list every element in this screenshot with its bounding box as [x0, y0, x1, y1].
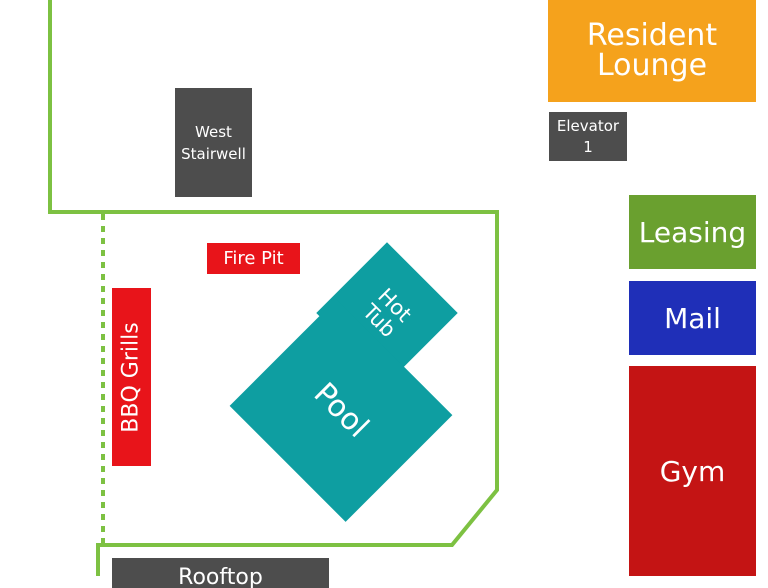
fire-pit[interactable]: Fire Pit [207, 243, 300, 274]
bbq-grills-label: BBQ Grills [119, 321, 145, 433]
bbq-grills[interactable]: BBQ Grills [112, 288, 151, 466]
mail-room[interactable]: Mail [629, 281, 756, 355]
building-outline [48, 0, 499, 576]
gym[interactable]: Gym [629, 366, 756, 576]
west-stairwell[interactable]: West Stairwell [175, 88, 252, 197]
resident-lounge[interactable]: Resident Lounge [548, 0, 756, 102]
rooftop-area[interactable]: Rooftop [112, 558, 329, 588]
rooftop-label: Rooftop [178, 565, 263, 588]
leasing-office[interactable]: Leasing [629, 195, 756, 269]
elevator[interactable]: Elevator 1 [549, 112, 627, 161]
pool-label: Pool [306, 376, 376, 445]
